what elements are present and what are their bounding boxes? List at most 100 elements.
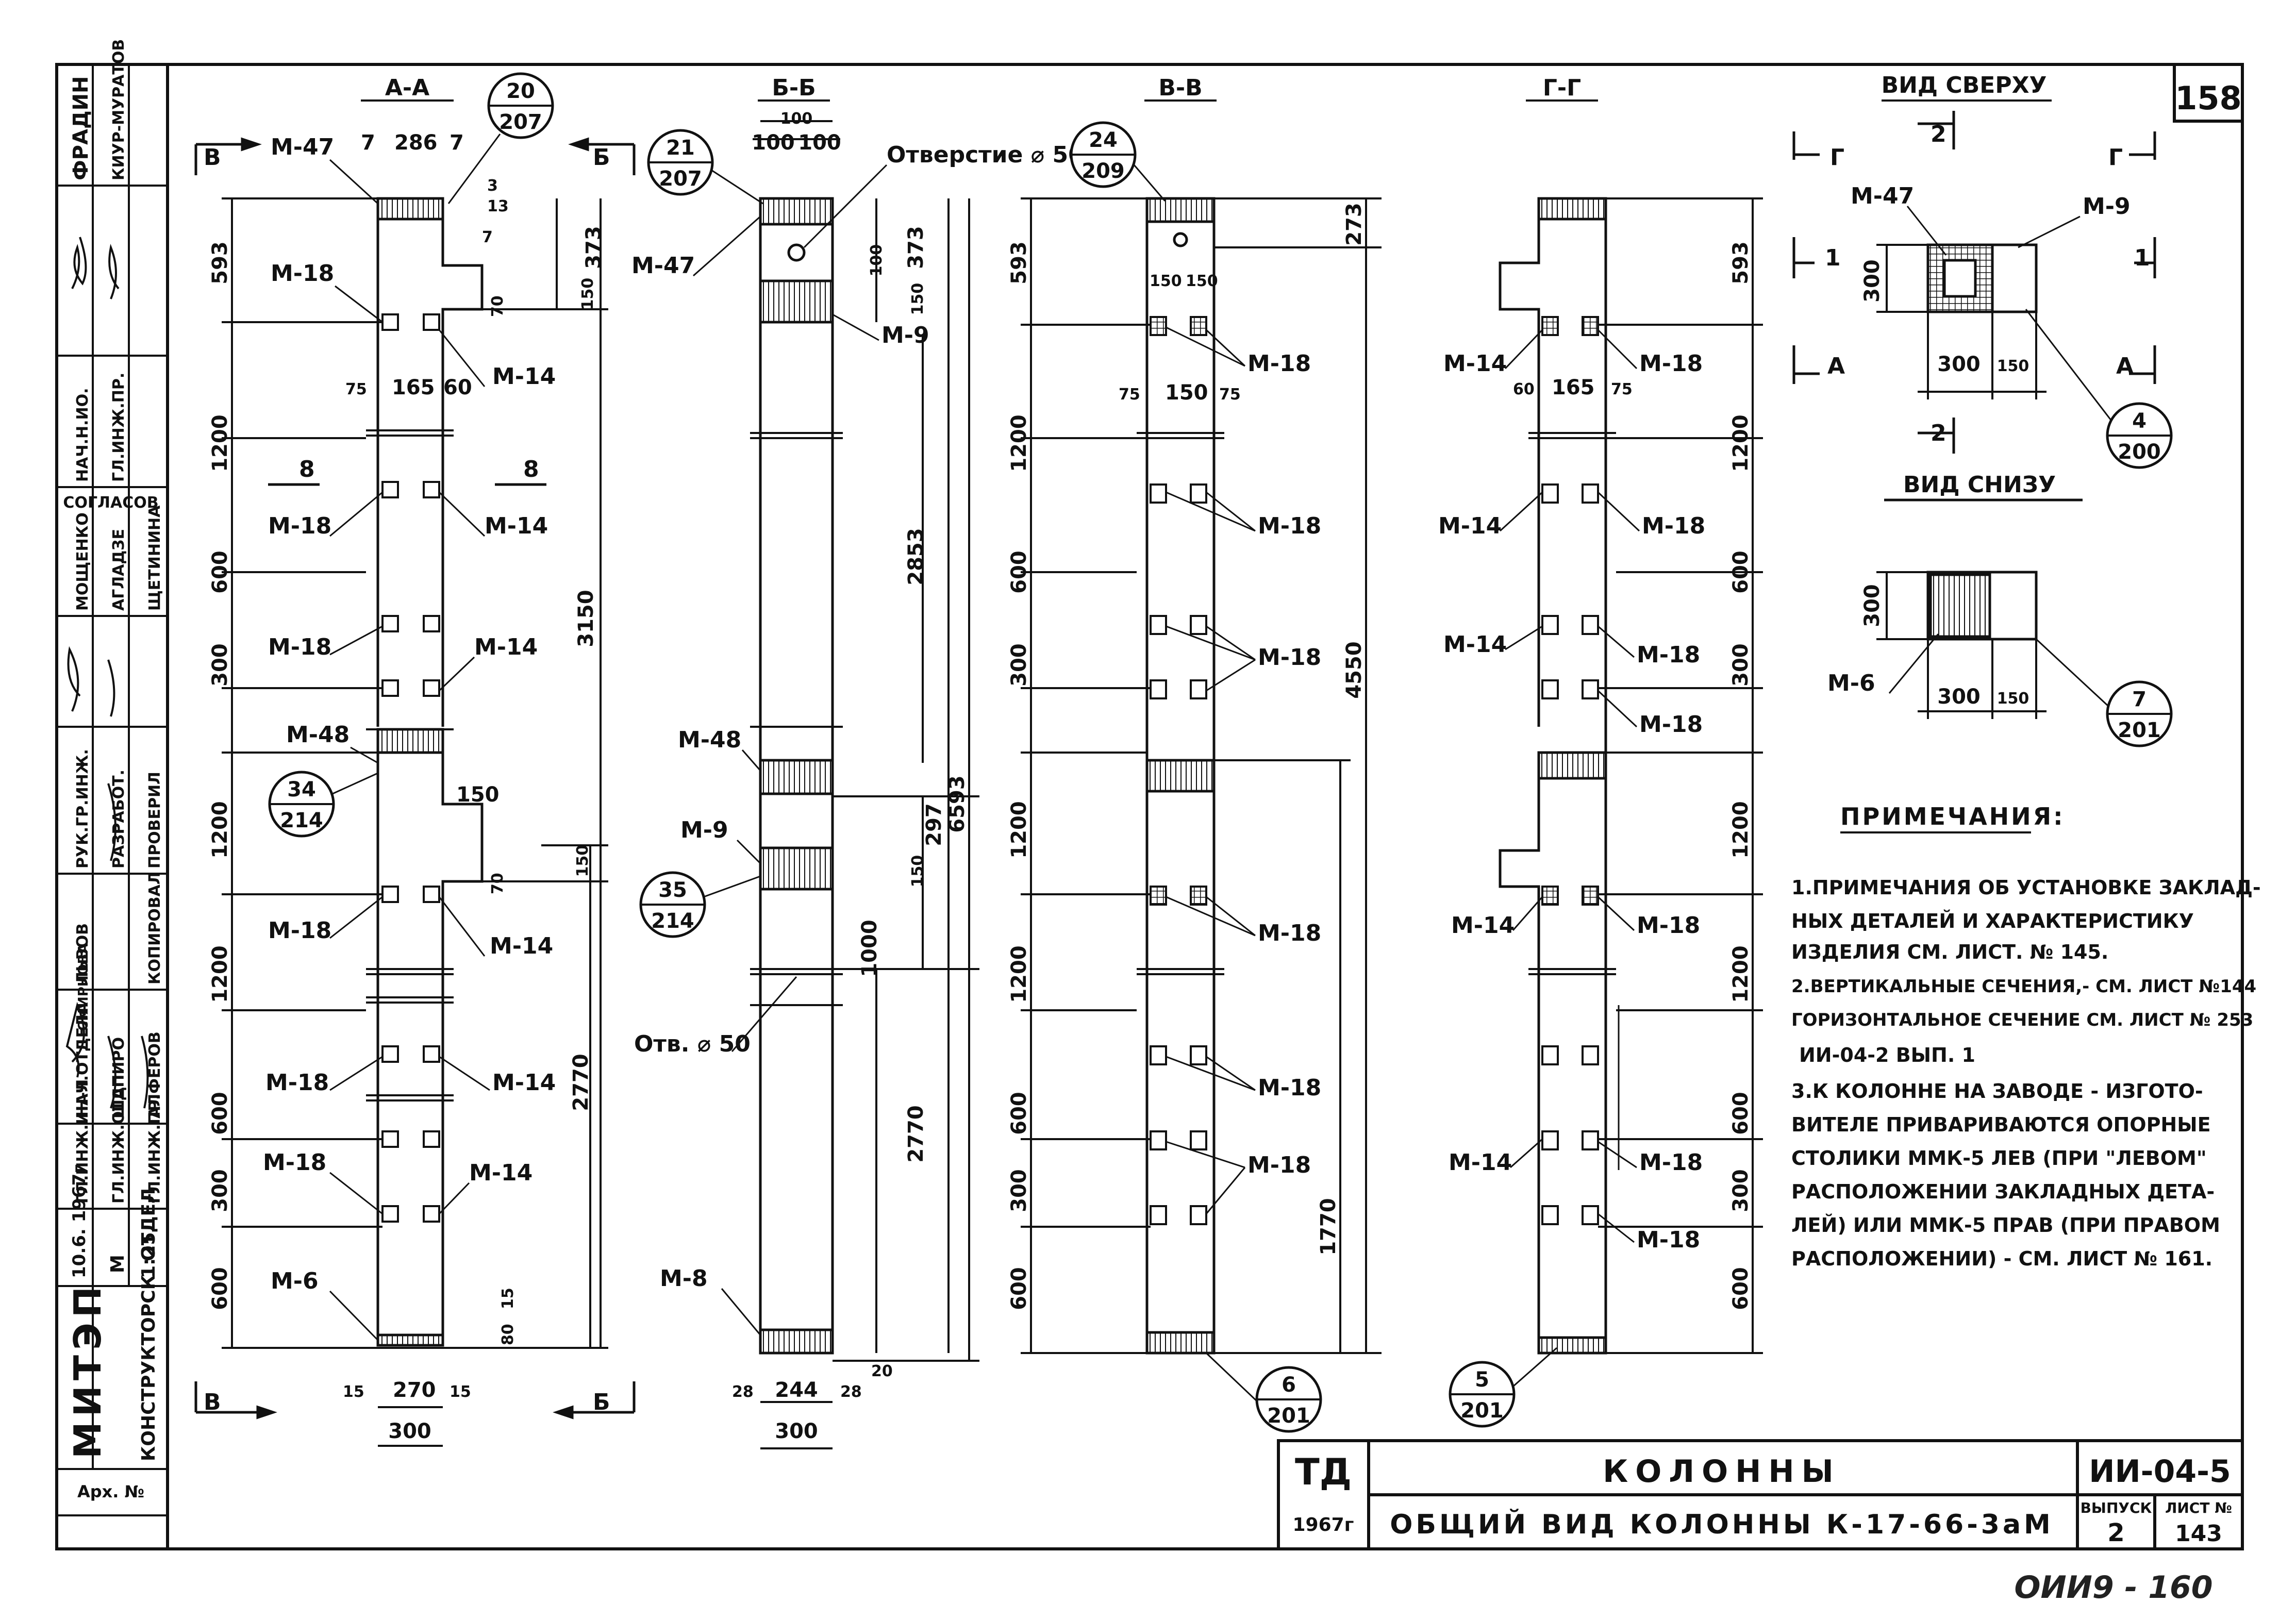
section-gg-title: Г-Г [1543,75,1581,101]
dim-top: 7 [361,131,375,155]
dim-left: 600 [208,1267,232,1310]
mark-label: М-18 [1639,350,1703,377]
dim-small: 7 [482,228,493,246]
dim-left: 600 [1007,1267,1031,1310]
note-line: ИИ-04-2 ВЫП. 1 [1799,1044,1975,1066]
dim-right: 3150 [574,590,598,647]
stamp-role: ГЛ.ИНЖ.ОТД [110,1087,128,1204]
mark-label: М-18 [1639,711,1703,738]
left-stamp [57,64,168,1516]
bubble-bottom: 214 [280,809,323,832]
dim-left: 1200 [1007,801,1031,858]
note-line: ГОРИЗОНТАЛЬНОЕ СЕЧЕНИЕ СМ. ЛИСТ № 253 [1791,1010,2253,1030]
plan-dim: 300 [1937,353,1981,376]
stamp-name: ЛЬВОВ [74,923,92,984]
detail-bubble: 21 207 [647,129,763,205]
bubble-top: 20 [506,79,535,103]
stamp-role: ГЛ.ИНЖ.ПР. [110,373,128,482]
section-vv: В-В [1007,75,1382,1433]
notes: ПРИМЕЧАНИЯ: 1.ПРИМЕЧАНИЯ ОБ УСТАНОВКЕ ЗА… [1791,803,2261,1270]
cut-marker: В [204,144,221,171]
cut-a: А [1827,353,1845,379]
stamp-name: АГЛАДЗЕ [110,529,128,611]
stamp-name: АЛФЕРОВ [146,1031,164,1119]
dim-right: 80 [499,1324,517,1345]
mark-label: М-18 [268,634,331,660]
cut-marker: 8 [299,456,315,482]
title-sheet-label: ЛИСТ № [2165,1499,2232,1516]
dim-right: 2853 [904,528,928,585]
note-line: ИЗДЕЛИЯ СМ. ЛИСТ. № 145. [1791,941,2108,963]
stamp-name: МОЩЕНКО [74,512,92,611]
stamp-name: КИУР-МУРАТОВ [110,39,128,180]
mark-label: М-14 [1449,1149,1512,1176]
stamp-role: РАЗРАБОТ. [110,770,128,869]
cut-g: Г [2108,144,2123,171]
bubble-bottom: 214 [651,909,694,933]
sheet-number: 158 [2175,79,2241,117]
dim-right: 297 [922,803,946,846]
dim-small: 75 [345,380,367,398]
mark-label: М-18 [1637,912,1700,939]
title-name: КОЛОННЫ [1603,1454,1841,1490]
hole-label: Отв. ⌀ 50 [634,1031,751,1057]
mark-label: М-14 [1443,631,1507,658]
plan-views: ВИД СВЕРХУ 2 Г Г 1 1 А А 2 [1792,72,2173,747]
bubble-bottom: 207 [659,167,702,191]
dim-right: 4550 [1342,641,1366,698]
dim-right: 150 [579,278,597,310]
mark-label: М-18 [1247,350,1311,377]
stamp-name: ФРАДИН [69,76,93,180]
org-short: МИТЭП [66,1281,109,1459]
mark-label: М-14 [1438,513,1502,539]
cut-g: Г [1830,144,1844,171]
plan-dim: 150 [1997,357,2029,375]
bubble-top: 35 [658,878,687,902]
dim-right: 2770 [569,1054,593,1111]
dim-bottom: 244 [775,1378,818,1402]
dim-small: 165 [392,376,435,399]
title-block: ТД 1967г КОЛОННЫ ОБЩИЙ ВИД КОЛОННЫ К-17-… [1277,1439,2244,1550]
dim-left: 593 [1007,241,1031,285]
mark-label: М-47 [631,253,695,279]
note-line: РАСПОЛОЖЕНИИ ЗАКЛАДНЫХ ДЕТА- [1791,1180,2215,1203]
dim-left: 300 [1007,643,1031,687]
cut-marker: Б [593,144,610,171]
dim-width: 300 [775,1420,818,1443]
dim-right: 1200 [1729,945,1753,1003]
stamp-role: СОГЛАСОВ [63,494,158,512]
mark-label: М-18 [263,1149,326,1176]
dim-right: 150 [909,855,927,888]
stamp-texts: МИТЭП КОНСТРУКТОРСК. ОТДЕЛ 10.6. 1967г М… [63,39,164,1501]
bubble-bottom: 209 [1082,159,1125,183]
dim-right: 1200 [1729,801,1753,858]
mark-label: М-14 [1451,912,1515,939]
cut-1: 1 [2134,245,2150,271]
section-gg: Г-Г [1438,75,1763,1428]
dim-mid: 150 [1165,381,1208,405]
title-subtitle: ОБЩИЙ ВИД КОЛОННЫ К-17-66-3аМ [1390,1509,2054,1540]
cut-1: 1 [1825,245,1841,271]
bubble-top: 5 [1475,1368,1489,1392]
dim-small: 150 [456,783,500,807]
dim-bottom: 270 [393,1378,436,1402]
title-td: ТД [1295,1451,1352,1493]
dim-top: 7 [450,131,464,155]
mark-label: М-18 [265,1070,329,1096]
dim-mid: 75 [1119,386,1140,404]
title-sheet: 143 [2175,1521,2222,1547]
bubble-top: 24 [1089,128,1118,152]
mark-label: М-6 [1827,670,1875,696]
mark-label: М-18 [1637,1227,1700,1253]
detail-bubble: 6 201 [1205,1352,1322,1433]
stamp-role: ГЛ.ИНЖ.ПР. [146,1094,164,1204]
bubble-bottom: 201 [1267,1404,1310,1428]
mark-label: М-14 [474,634,538,660]
dim-small: 3 [487,177,498,195]
dim-right: 300 [1729,643,1753,687]
note-line: РАСПОЛОЖЕНИИ) - СМ. ЛИСТ № 161. [1791,1247,2212,1270]
detail-bubble: 4 200 [2025,309,2173,469]
dim-left: 300 [1007,1169,1031,1212]
dim-left: 300 [208,1169,232,1212]
